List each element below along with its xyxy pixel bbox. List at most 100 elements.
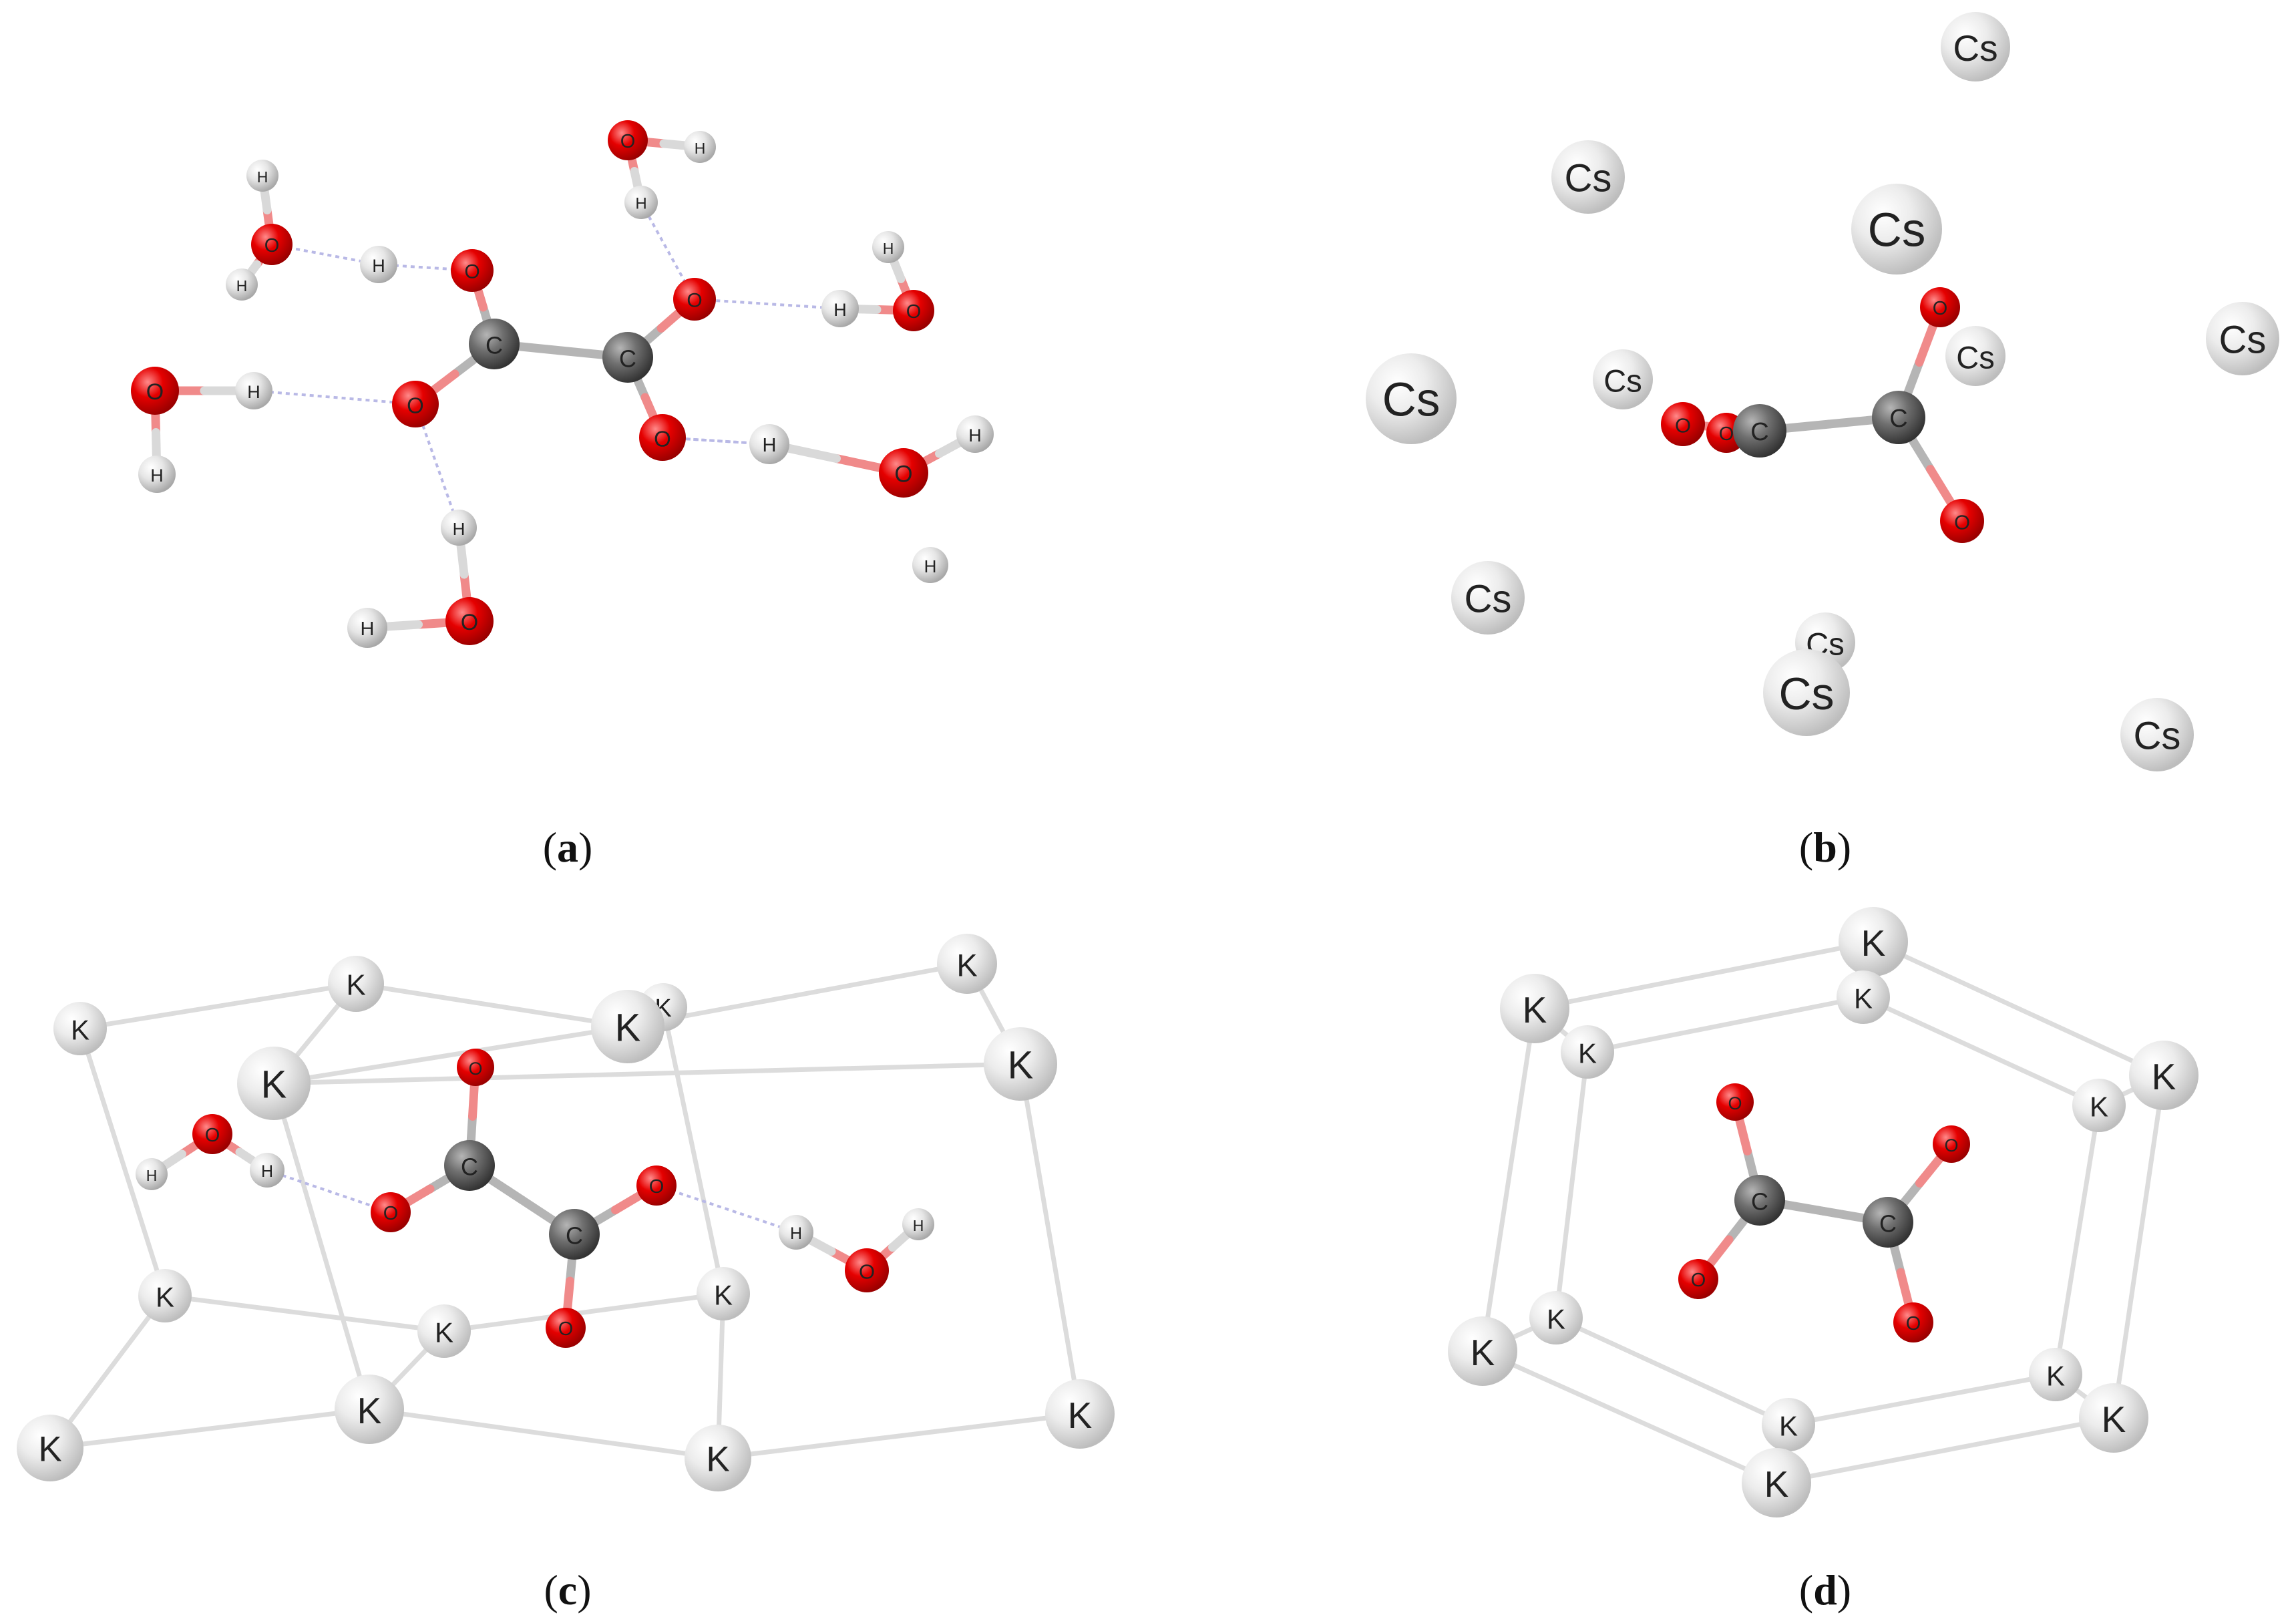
atom-o: O xyxy=(251,224,293,265)
atom-sphere xyxy=(2129,1041,2198,1110)
atom-label: C xyxy=(1750,418,1768,446)
atom-sphere xyxy=(441,510,477,546)
caption-a: (a) xyxy=(543,824,593,871)
cage-edge xyxy=(717,1411,1081,1461)
cage-edge xyxy=(2053,1105,2102,1375)
atom-sphere xyxy=(1733,404,1786,458)
atom-sphere xyxy=(335,1375,404,1444)
atom-sphere xyxy=(347,608,387,648)
atom-label: Cs xyxy=(2134,715,2181,758)
atom-sphere xyxy=(937,934,997,994)
atom-label: C xyxy=(619,345,636,373)
atom-h: H xyxy=(684,131,716,163)
atom-sphere xyxy=(392,381,439,427)
atom-h: H xyxy=(749,424,789,464)
atom-cs: Cs xyxy=(1763,649,1850,736)
atom-sphere xyxy=(457,1049,494,1086)
cage-edge xyxy=(271,1083,372,1410)
atom-o: O xyxy=(1661,402,1705,446)
atom-cs: Cs xyxy=(1366,353,1457,444)
atom-label: K xyxy=(706,1440,729,1479)
atom-cs: Cs xyxy=(2120,698,2194,771)
atom-sphere xyxy=(237,1047,311,1120)
atom-cs: Cs xyxy=(1945,326,2005,386)
atom-sphere xyxy=(984,1027,1057,1101)
atom-k: K xyxy=(1529,1291,1583,1344)
atom-label: K xyxy=(346,969,365,1002)
atom-sphere xyxy=(624,186,658,219)
cage-edge xyxy=(273,1024,628,1086)
atom-o: O xyxy=(371,1192,411,1232)
atom-k: K xyxy=(2079,1383,2148,1453)
atom-label: C xyxy=(1879,1210,1897,1238)
cage-edge xyxy=(369,1407,719,1461)
atom-o: O xyxy=(879,448,928,498)
atom-label: O xyxy=(654,427,671,452)
atom-sphere xyxy=(546,1308,586,1348)
atom-sphere xyxy=(1763,649,1850,736)
atom-sphere xyxy=(872,231,904,263)
atom-sphere xyxy=(1551,140,1625,214)
atom-o: O xyxy=(893,290,934,331)
atom-label: Cs xyxy=(2219,319,2267,362)
hydrogen-bond xyxy=(694,298,841,310)
atom-label: K xyxy=(357,1390,382,1431)
cage-edge xyxy=(2111,1075,2166,1419)
cage-edge xyxy=(1587,995,1864,1055)
atom-label: K xyxy=(1547,1304,1565,1335)
atom-h: H xyxy=(872,231,904,263)
atom-label: K xyxy=(1779,1411,1798,1442)
atom-k: K xyxy=(937,934,997,994)
atom-label: O xyxy=(264,235,280,256)
atom-o: O xyxy=(1678,1259,1718,1299)
atom-sphere xyxy=(1872,391,1925,444)
atom-label: H xyxy=(150,466,164,486)
atom-sphere xyxy=(1893,1302,1933,1342)
atom-sphere xyxy=(444,1140,495,1191)
atom-sphere xyxy=(371,1192,411,1232)
atom-label: H xyxy=(833,300,847,320)
atom-k: K xyxy=(53,1002,107,1055)
atom-sphere xyxy=(1678,1259,1718,1299)
atom-o: O xyxy=(457,1049,494,1086)
atom-h: H xyxy=(235,372,272,409)
atom-sphere xyxy=(684,131,716,163)
atom-k: K xyxy=(1762,1398,1815,1451)
atom-o: O xyxy=(636,1165,677,1206)
atom-sphere xyxy=(1920,287,1960,327)
atom-sphere xyxy=(131,367,179,415)
atom-c: C xyxy=(469,319,520,369)
atom-h: H xyxy=(441,510,477,546)
cage-edge xyxy=(1776,1415,2114,1485)
atom-label: O xyxy=(146,379,164,405)
atom-label: O xyxy=(464,261,480,283)
caption-d: (d) xyxy=(1799,1566,1851,1614)
atom-label: K xyxy=(615,1007,641,1050)
atom-label: O xyxy=(1675,414,1691,437)
atom-sphere xyxy=(1940,499,1984,543)
atom-cs: Cs xyxy=(1851,184,1942,275)
atom-sphere xyxy=(1366,353,1457,444)
atom-o: O xyxy=(131,367,179,415)
atom-o: O xyxy=(1920,287,1960,327)
atom-h: H xyxy=(624,186,658,219)
atom-sphere xyxy=(1561,1025,1614,1079)
atom-sphere xyxy=(1742,1448,1811,1517)
atom-label: O xyxy=(894,462,912,488)
atom-label: H xyxy=(247,382,260,402)
atom-h: H xyxy=(246,160,278,192)
atom-label: C xyxy=(461,1153,478,1181)
hydrogen-bond xyxy=(640,202,696,300)
atom-sphere xyxy=(1716,1083,1754,1121)
cage-edge xyxy=(1480,1008,1537,1352)
atom-label: O xyxy=(468,1059,482,1079)
atom-sphere xyxy=(2029,1348,2082,1401)
atom-k: K xyxy=(417,1304,471,1358)
atom-o: O xyxy=(673,278,716,321)
atom-k: K xyxy=(237,1047,311,1120)
atom-k: K xyxy=(591,990,664,1063)
atom-label: O xyxy=(461,610,478,635)
atom-c: C xyxy=(1872,391,1925,444)
atom-k: K xyxy=(1045,1379,1115,1449)
atom-label: H xyxy=(790,1224,802,1243)
